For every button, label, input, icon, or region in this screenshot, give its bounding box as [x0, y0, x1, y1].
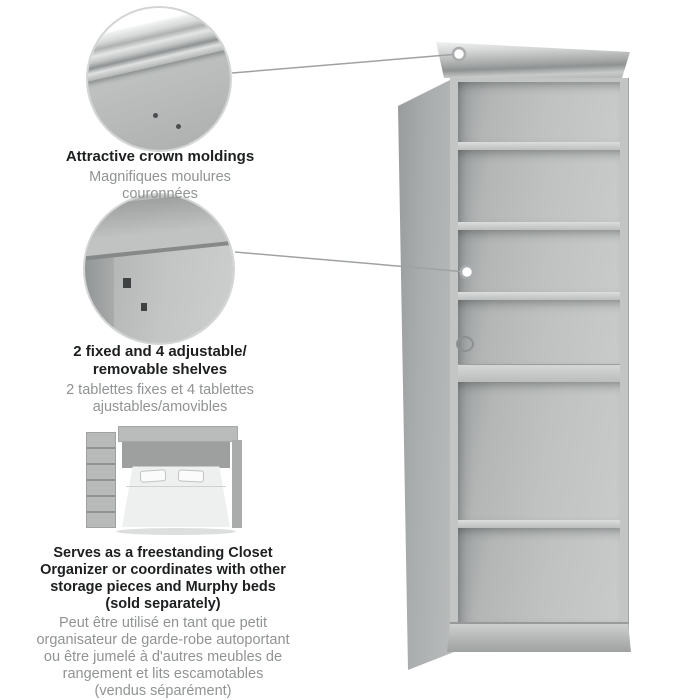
bed-headboard-panel [122, 442, 230, 468]
cabinet-side-panel [398, 78, 454, 670]
cabinet-base-molding [447, 622, 631, 652]
murphy-bed-inset [86, 424, 252, 538]
feature-title: Attractive crown moldings [65, 148, 255, 165]
feature-title: Serves as a freestanding Closet Organize… [40, 545, 286, 612]
shelf-pin-hole [153, 113, 159, 119]
bed-cabinet-header [118, 426, 238, 442]
pillow [177, 469, 205, 483]
feature-title: 2 fixed and 4 adjustable/ removable shel… [73, 343, 247, 378]
cabinet-interior [456, 82, 620, 622]
adjustable-shelf-inset [83, 193, 235, 345]
shelf-opening [458, 230, 620, 292]
shelf-opening [458, 150, 620, 222]
feature-freestanding: Serves as a freestanding Closet Organize… [15, 545, 311, 700]
feature-subtitle-fr: Magnifiques moulures couronnées [89, 169, 231, 203]
feature-subtitle-fr: 2 tablettes fixes et 4 tablettes ajustab… [66, 382, 254, 416]
cabinet-front-face [447, 78, 631, 652]
cable-grommet-hole [456, 336, 474, 352]
storage-tower-mini [86, 432, 116, 528]
pillow [139, 469, 167, 483]
floor-shadow [116, 528, 236, 535]
bed-cabinet-side-panel [232, 440, 242, 528]
open-murphy-bed [122, 466, 230, 527]
shelf-opening [458, 382, 620, 520]
crown-molding-closeup [88, 8, 230, 150]
feature-shelves: 2 fixed and 4 adjustable/ removable shel… [30, 343, 290, 417]
shelf-interior-closeup [85, 195, 233, 343]
mattress-seam [126, 486, 226, 487]
feature-subtitle-fr: Peut être utilisé en tant que petit orga… [36, 614, 290, 699]
feature-crown-moldings: Attractive crown moldings Magnifiques mo… [30, 148, 290, 204]
shelf-opening [458, 300, 620, 364]
closet-tower-illustration [398, 36, 631, 670]
cabinet-crown-molding [436, 42, 630, 78]
shelf-opening [458, 528, 620, 622]
shelf-opening [458, 82, 620, 142]
shelf-support-clip [141, 303, 148, 312]
crown-molding-inset [86, 6, 232, 152]
shelf-support-clip [123, 277, 132, 288]
shelf-pin-hole [176, 124, 182, 130]
